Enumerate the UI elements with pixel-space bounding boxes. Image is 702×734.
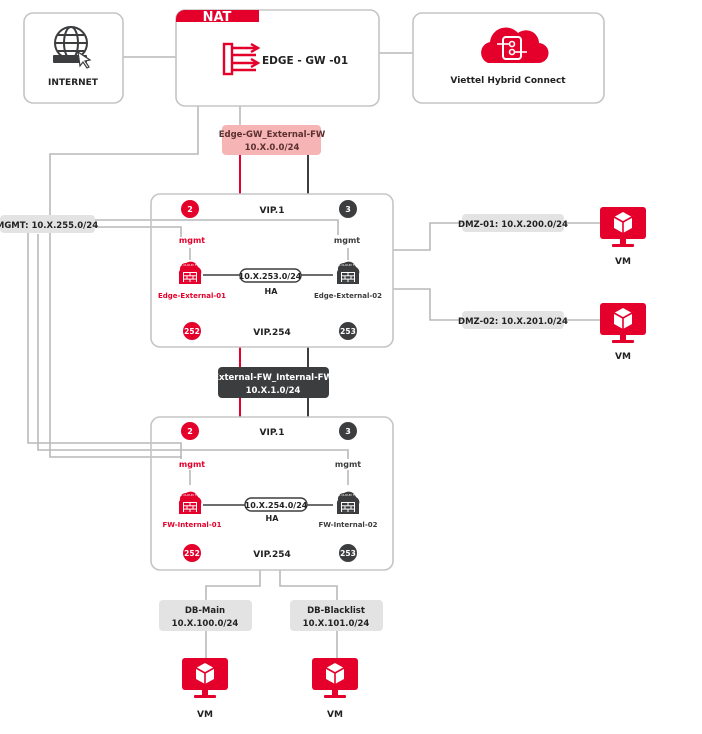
badge [181, 422, 199, 440]
vm-db-blacklist: VM [311, 657, 359, 720]
hybrid-connect-node: Viettel Hybrid Connect [412, 12, 605, 104]
gateway-icon [222, 42, 261, 76]
net-ext-int-fw: External-FW_Internal-FW 10.X.1.0/24 [213, 367, 333, 398]
net-dmz01: DMZ-01: 10.X.200.0/24 [458, 214, 568, 232]
internet-label: INTERNET [48, 78, 99, 88]
vm-db-main: VM [181, 657, 229, 720]
net-db-blacklist: DB-Blacklist 10.X.101.0/24 [290, 600, 383, 631]
mgmt-label: mgmt [335, 460, 361, 469]
badge [339, 322, 357, 340]
fw-name: Edge-External-02 [314, 292, 382, 300]
vm-label: VM [615, 352, 631, 362]
fw-name: FW-Internal-01 [163, 521, 222, 529]
vm-icon [181, 657, 229, 699]
external-fw-cluster: 2 3 VIP.1 mgmt mgmt VIETTEL CLOUD FIREWA… [150, 193, 394, 348]
vm-icon [599, 302, 647, 344]
ha-link [239, 268, 302, 283]
badge [339, 200, 357, 218]
fw-name: Edge-External-01 [158, 292, 226, 300]
vip-bottom-label: VIP.254 [253, 328, 290, 338]
badge-label: 252 [184, 549, 200, 558]
ha-link [244, 497, 308, 512]
vip-bottom-label: VIP.254 [253, 550, 290, 560]
cloud-connect-icon [481, 27, 549, 64]
net-subnet: 10.X.0.0/24 [245, 143, 300, 153]
mgmt-label: mgmt [334, 236, 360, 245]
badge [339, 544, 357, 562]
connector-lines [27, 52, 600, 658]
internal-fw-cluster: 2 3 VIP.1 mgmt mgmt VIETTEL CLOUD FIREWA… [150, 416, 394, 571]
badge [339, 422, 357, 440]
edge-gw-label: EDGE - GW -01 [262, 55, 348, 67]
net-edge-gw-ext-fw: Edge-GW_External-FW 10.X.0.0/24 [219, 125, 326, 155]
badge-label: 2 [187, 205, 193, 214]
fw-icon-text: VIETTEL CLOUD FIREWALL [170, 263, 210, 267]
mgmt-label: mgmt [179, 460, 205, 469]
badge [181, 200, 199, 218]
vm-icon [599, 206, 647, 248]
ha-subnet: 10.X.254.0/24 [245, 501, 308, 510]
net-subnet: 10.X.1.0/24 [246, 386, 301, 396]
net-subnet: 10.X.100.0/24 [172, 619, 239, 629]
net-mgmt: MGMT: 10.X.255.0/24 [0, 215, 98, 233]
ha-label: HA [266, 514, 280, 523]
cursor-icon [77, 50, 92, 69]
fw-icon-text: VIETTEL CLOUD FIREWALL [328, 493, 368, 497]
net-db-main: DB-Main 10.X.100.0/24 [159, 600, 252, 631]
badge-label: 253 [340, 327, 356, 336]
badge-label: 3 [345, 427, 351, 436]
net-label: External-FW_Internal-FW [213, 373, 333, 383]
vm-label: VM [327, 710, 343, 720]
ha-subnet: 10.X.253.0/24 [239, 272, 302, 281]
net-label: DMZ-01: 10.X.200.0/24 [458, 220, 568, 230]
vip-top-label: VIP.1 [260, 206, 285, 216]
badge-label: 2 [187, 427, 193, 436]
badge-label: 3 [345, 205, 351, 214]
trunk-lines [203, 155, 333, 506]
badge-label: 252 [184, 327, 200, 336]
edge-gateway-node: NAT EDGE - GW -01 [175, 9, 380, 107]
vip-top-label: VIP.1 [260, 428, 285, 438]
vm-label: VM [197, 710, 213, 720]
fw-name: FW-Internal-02 [319, 521, 378, 529]
net-label: DMZ-02: 10.X.201.0/24 [458, 317, 568, 327]
hybrid-label: Viettel Hybrid Connect [450, 76, 566, 86]
net-label: Edge-GW_External-FW [219, 130, 326, 140]
ha-label: HA [265, 287, 279, 296]
vm-label: VM [615, 257, 631, 267]
vm-dmz02: VM [599, 302, 647, 362]
net-label: DB-Main [185, 606, 225, 616]
fw-icon-text: VIETTEL CLOUD FIREWALL [328, 263, 368, 267]
net-subnet: 10.X.101.0/24 [303, 619, 370, 629]
internet-node: INTERNET [23, 12, 124, 104]
mgmt-label: mgmt [179, 236, 205, 245]
badge [183, 322, 201, 340]
net-label: MGMT: 10.X.255.0/24 [0, 221, 98, 231]
net-dmz02: DMZ-02: 10.X.201.0/24 [458, 311, 568, 329]
nat-tab [176, 10, 259, 22]
badge-label: 253 [340, 549, 356, 558]
nat-label: NAT [203, 10, 232, 25]
vm-dmz01: VM [599, 206, 647, 267]
vm-icon [311, 657, 359, 699]
globe-icon [54, 26, 88, 60]
fw-icon-text: VIETTEL CLOUD FIREWALL [170, 493, 210, 497]
badge [183, 544, 201, 562]
net-label: DB-Blacklist [307, 606, 365, 616]
